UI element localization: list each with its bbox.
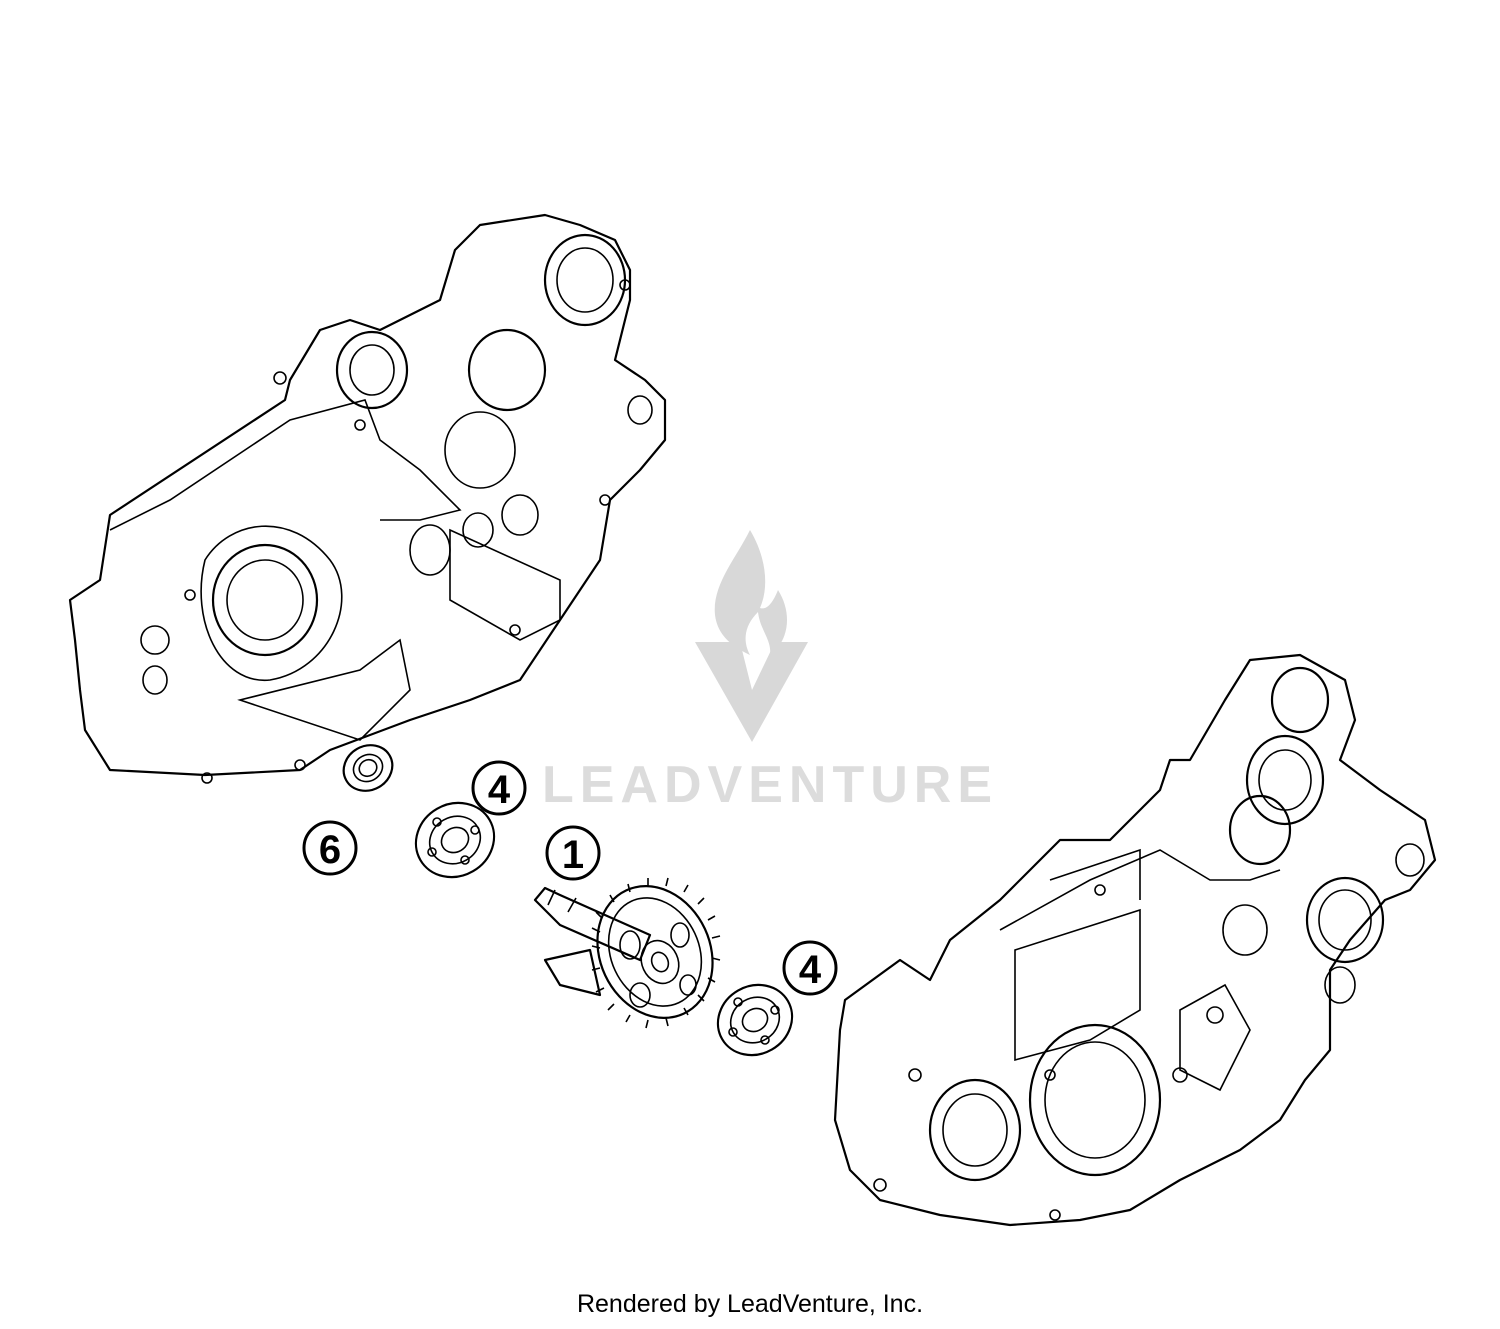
callout-4-left[interactable]: 4 [471,760,527,816]
callout-1-label: 1 [562,833,584,877]
crankcase-left-half [68,213,667,784]
shaft-gear[interactable] [533,867,734,1037]
callout-1[interactable]: 1 [545,825,601,881]
callout-4-left-label: 4 [488,768,511,812]
bearing-left[interactable] [402,789,507,891]
bearing-small-left[interactable] [335,736,400,799]
crankcase-right-half [833,653,1437,1227]
bearing-right[interactable] [705,972,805,1069]
callout-6-label: 6 [319,828,341,872]
callout-4-right-label: 4 [799,948,822,992]
callout-6[interactable]: 6 [302,820,358,876]
callout-4-right[interactable]: 4 [782,940,838,996]
footer-credit: Rendered by LeadVenture, Inc. [576,1290,924,1318]
watermark: LEADVENTURE [542,530,998,814]
watermark-text: LEADVENTURE [542,756,998,814]
flame-v-logo-icon [695,530,808,742]
